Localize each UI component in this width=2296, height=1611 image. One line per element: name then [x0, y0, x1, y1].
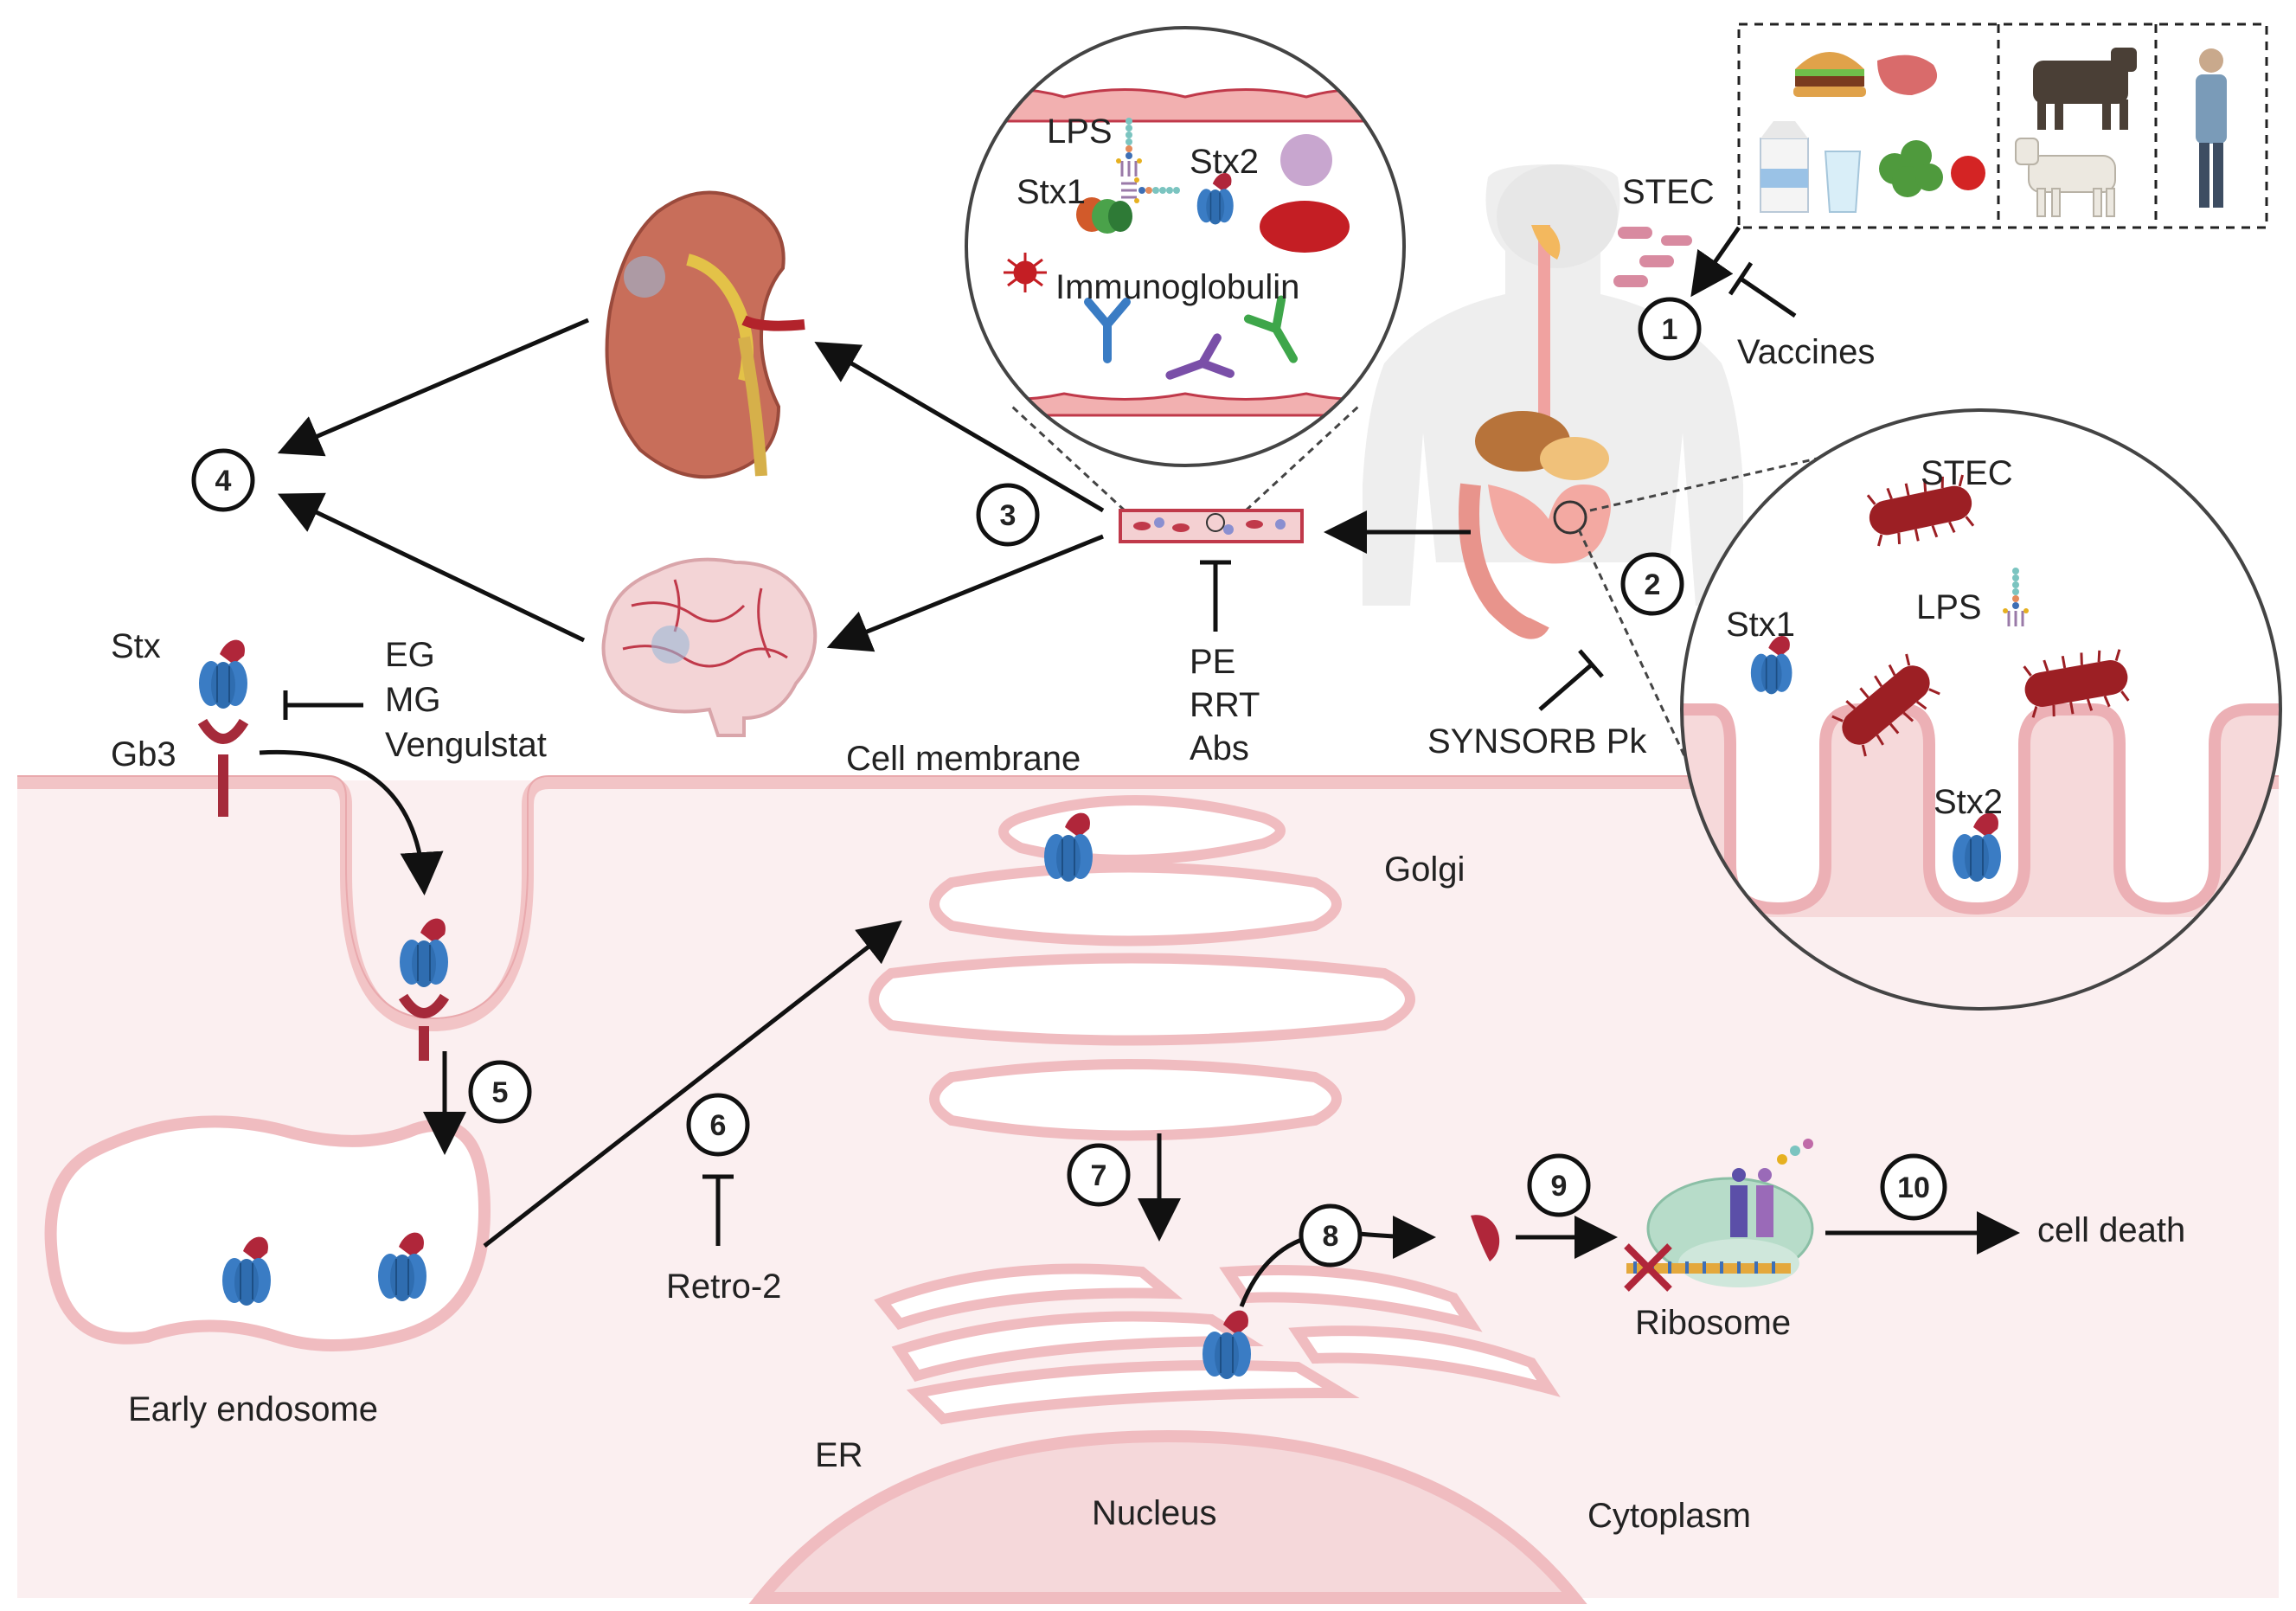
- step-2: 2: [1620, 552, 1684, 616]
- step-7: 7: [1067, 1143, 1131, 1207]
- retro2-label: Retro-2: [666, 1268, 781, 1306]
- svg-text:1: 1: [1662, 313, 1678, 346]
- svg-text:2: 2: [1645, 568, 1661, 601]
- mg-label: MG: [385, 681, 440, 719]
- step-6: 6: [686, 1093, 750, 1157]
- blood-vessel-zoom: [965, 26, 1406, 467]
- step-5: 5: [468, 1060, 532, 1124]
- vaccines-label: Vaccines: [1737, 333, 1875, 371]
- sources-panel: [1737, 22, 2268, 229]
- stx-a1-fragment: [1471, 1215, 1500, 1261]
- svg-text:10: 10: [1897, 1171, 1930, 1204]
- svg-text:7: 7: [1091, 1159, 1107, 1192]
- red-blood-cell: [1260, 201, 1350, 253]
- lps-label-gut: LPS: [1916, 588, 1982, 626]
- brain: [601, 557, 818, 737]
- stx1-label-vessel: Stx1: [1017, 173, 1086, 211]
- step-4: 4: [191, 448, 255, 512]
- gb3-label: Gb3: [111, 735, 176, 773]
- svg-text:9: 9: [1551, 1170, 1568, 1203]
- water-glass-icon: [1824, 151, 1862, 213]
- burger-icon: [1793, 52, 1866, 97]
- stec-label-gut: STEC: [1921, 454, 2013, 492]
- stx-label: Stx: [111, 627, 161, 665]
- svg-text:8: 8: [1323, 1220, 1339, 1253]
- vegetables-icon: [1879, 140, 1943, 197]
- cell-death-label: cell death: [2037, 1211, 2185, 1249]
- apple-icon: [1951, 156, 1985, 190]
- rrt-label: RRT: [1190, 686, 1260, 724]
- human-body: [1363, 164, 1743, 639]
- meat-icon: [1877, 55, 1938, 95]
- blood-vessel: [1119, 509, 1304, 543]
- synsorb-label: SYNSORB Pk: [1427, 722, 1647, 761]
- vengulstat-label: Vengulstat: [385, 726, 547, 764]
- step-markers: 1 2 3 4 5 6 7 8: [191, 297, 1947, 1268]
- step-9: 9: [1527, 1153, 1591, 1217]
- lps-label-vessel: LPS: [1047, 112, 1113, 151]
- svg-text:5: 5: [492, 1076, 509, 1109]
- abs-label: Abs: [1190, 729, 1249, 767]
- ribosome-label: Ribosome: [1635, 1304, 1791, 1342]
- endoplasmic-reticulum: [874, 1263, 1561, 1425]
- er-label: ER: [815, 1436, 863, 1474]
- ribosome: [1624, 1139, 1814, 1292]
- stx1-vessel: [1076, 197, 1132, 234]
- eg-label: EG: [385, 636, 435, 674]
- platelet-icon: [1004, 253, 1047, 292]
- step-8: 8: [1299, 1203, 1363, 1268]
- white-blood-cell: [1280, 134, 1332, 186]
- stec-label-top: STEC: [1622, 173, 1715, 211]
- step-3: 3: [976, 483, 1040, 547]
- cell-membrane-label: Cell membrane: [846, 740, 1081, 778]
- step-1: 1: [1638, 297, 1702, 361]
- stec-bacteria-small: [1613, 227, 1692, 287]
- stx2-label-vessel: Stx2: [1190, 143, 1259, 181]
- stx1-label-gut: Stx1: [1726, 606, 1795, 644]
- stx-endocytosed: [398, 917, 450, 1061]
- cytoplasm-label: Cytoplasm: [1587, 1497, 1751, 1535]
- immunoglobulin-label: Immunoglobulin: [1055, 268, 1299, 306]
- svg-text:4: 4: [215, 465, 232, 497]
- nucleus: Nucleus: [748, 1429, 1587, 1604]
- pe-label: PE: [1190, 643, 1235, 681]
- early-endosome-label: Early endosome: [128, 1390, 378, 1428]
- golgi: [869, 795, 1415, 1141]
- step-10: 10: [1880, 1153, 1947, 1221]
- human-figure-icon: [2196, 48, 2227, 208]
- stx-molecule: [198, 639, 248, 709]
- golgi-label: Golgi: [1384, 850, 1465, 889]
- cow-icon: [2033, 48, 2137, 130]
- nucleus-label: Nucleus: [1092, 1494, 1217, 1532]
- early-endosome: [44, 1115, 491, 1351]
- stx-gb3-complex: [197, 639, 249, 817]
- milk-icon: [1760, 121, 1809, 213]
- kidney: [605, 190, 805, 479]
- svg-text:3: 3: [1000, 499, 1017, 532]
- svg-text:6: 6: [710, 1109, 727, 1142]
- goat-icon: [2015, 138, 2116, 217]
- stx2-label-gut: Stx2: [1934, 783, 2003, 821]
